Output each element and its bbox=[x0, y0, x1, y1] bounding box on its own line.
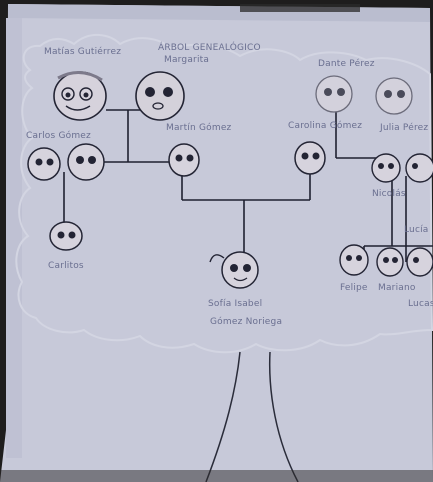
face-uncle bbox=[27, 147, 61, 181]
page-left-shade bbox=[6, 18, 22, 458]
face-grandma-left bbox=[135, 71, 185, 121]
dark-bottom-strip bbox=[0, 470, 433, 482]
face-grandpa-right bbox=[315, 75, 353, 113]
label-kid-right-2: Mariano bbox=[378, 283, 416, 293]
notebook-page bbox=[0, 4, 433, 482]
label-grandpa-right: Dante Pérez bbox=[318, 58, 375, 69]
label-mother: Carolina Gómez bbox=[288, 120, 362, 131]
label-child: Sofía Isabel bbox=[208, 299, 262, 309]
face-child bbox=[209, 251, 259, 289]
printed-header-strip bbox=[240, 4, 360, 12]
face-father bbox=[168, 143, 200, 177]
label-grandma-left: Margarita bbox=[164, 55, 209, 65]
face-cousin bbox=[49, 221, 83, 251]
face-aunt-left bbox=[67, 143, 105, 181]
tree-trunk-right bbox=[268, 351, 299, 482]
label-uncle: Carlos Gómez bbox=[26, 130, 91, 141]
face-relative-right bbox=[371, 153, 401, 183]
label-cousin: Carlitos bbox=[48, 261, 84, 271]
label-aunt-right: Lucía bbox=[404, 225, 429, 235]
face-grandpa-left bbox=[53, 71, 107, 121]
label-grandpa-left: Matías Gutiérrez bbox=[44, 46, 121, 57]
tree-trunk-left bbox=[205, 351, 241, 482]
face-grandma-right bbox=[375, 77, 413, 115]
face-kid-right-3 bbox=[406, 247, 433, 277]
tree-canopy-outline bbox=[15, 34, 433, 354]
label-father: Martín Gómez bbox=[166, 122, 232, 133]
label-kid-right-3: Lucas bbox=[408, 299, 433, 309]
face-mother bbox=[294, 141, 326, 175]
face-kid-right-2 bbox=[376, 247, 404, 277]
label-child-line2: Gómez Noriega bbox=[210, 316, 282, 327]
label-relative-right: Nicolás bbox=[372, 189, 406, 199]
face-relative-right-2 bbox=[405, 153, 433, 183]
face-kid-right-1 bbox=[339, 244, 369, 276]
label-kid-right-1: Felipe bbox=[340, 283, 368, 293]
tree-title-label: ÁRBOL GENEALÓGICO bbox=[158, 41, 261, 53]
label-grandma-right: Julia Pérez bbox=[379, 122, 428, 133]
